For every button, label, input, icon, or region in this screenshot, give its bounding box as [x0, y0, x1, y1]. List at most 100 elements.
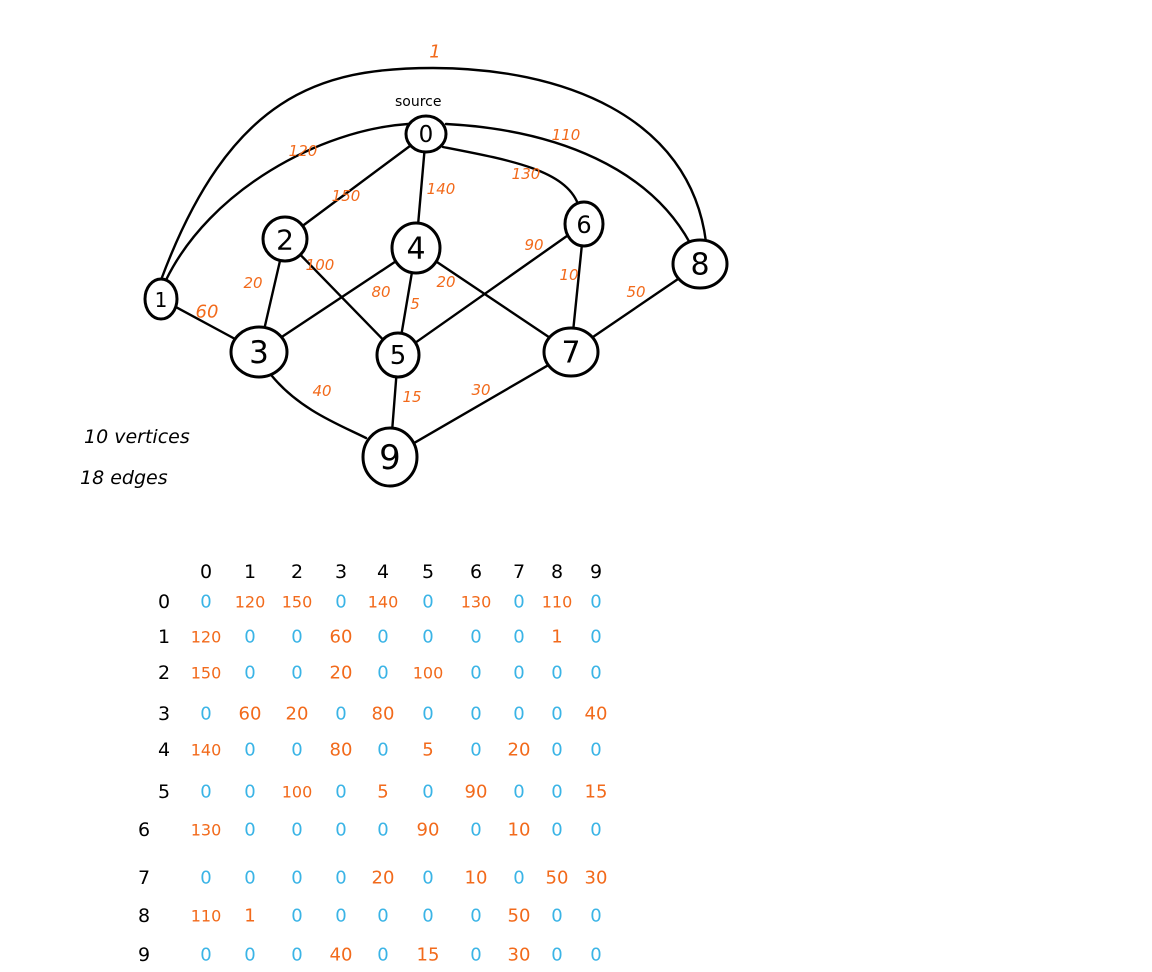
- edges-layer: [159, 66, 708, 445]
- matrix-cell-zero: 0: [335, 704, 346, 725]
- matrix-cell-zero: 0: [244, 945, 255, 966]
- edge-weight-3-9: 40: [312, 382, 331, 400]
- vertex-label: 5: [390, 341, 407, 371]
- edge-3-4: [280, 260, 397, 339]
- matrix-cell-weight: 5: [422, 740, 433, 761]
- vertex-0: 0: [404, 114, 448, 154]
- matrix-row-label: 2: [158, 662, 170, 684]
- matrix-cell-weight: 15: [585, 782, 608, 803]
- matrix-cell-zero: 0: [513, 663, 524, 684]
- matrix-cell-zero: 0: [470, 906, 481, 927]
- matrix-row-label: 5: [158, 781, 170, 803]
- vertex-label: 8: [690, 248, 709, 283]
- vertex-7: 7: [542, 326, 600, 378]
- matrix-col-header: 5: [422, 561, 434, 583]
- vertex-1: 1: [143, 277, 179, 321]
- edge-4-7: [435, 260, 551, 339]
- matrix-cell-zero: 0: [590, 820, 601, 841]
- matrix-cell-zero: 0: [470, 820, 481, 841]
- matrix-cell-weight: 50: [546, 868, 569, 889]
- matrix-cell-zero: 0: [377, 740, 388, 761]
- matrix-cell-weight: 50: [508, 906, 531, 927]
- vertex-label: 7: [561, 336, 580, 371]
- matrix-cell-zero: 0: [335, 592, 346, 613]
- matrix-cell-zero: 0: [470, 740, 481, 761]
- matrix-cell-zero: 0: [335, 906, 346, 927]
- matrix-col-header: 2: [291, 561, 303, 583]
- vertex-circle: [375, 331, 421, 379]
- matrix-col-header: 3: [335, 561, 347, 583]
- matrix-cell-zero: 0: [590, 663, 601, 684]
- matrix-cell-weight: 90: [417, 820, 440, 841]
- matrix-cell-zero: 0: [291, 740, 302, 761]
- edge-weight-7-8: 50: [626, 283, 645, 301]
- matrix-cell-zero: 0: [244, 782, 255, 803]
- matrix-row-label: 9: [138, 944, 150, 966]
- matrix-cell-zero: 0: [377, 627, 388, 648]
- matrix-cell-zero: 0: [335, 782, 346, 803]
- vertex-label: 3: [249, 335, 269, 371]
- matrix-cell-zero: 0: [422, 906, 433, 927]
- vertex-label: 0: [419, 122, 434, 148]
- vertex-circle: [390, 221, 442, 275]
- matrix-cell-weight: 5: [377, 782, 388, 803]
- matrix-cell-zero: 0: [422, 782, 433, 803]
- vertex-circle: [261, 215, 309, 263]
- matrix-col-header: 1: [244, 561, 256, 583]
- edge-0-2: [301, 144, 412, 228]
- matrix-cell-zero: 0: [200, 945, 211, 966]
- matrix-cell-weight: 80: [330, 740, 353, 761]
- edge-0-1: [164, 122, 410, 282]
- matrix-cell-zero: 0: [200, 704, 211, 725]
- vertex-circle: [229, 325, 289, 379]
- matrix-cell-weight: 110: [542, 593, 573, 612]
- edge-1-8: [159, 66, 708, 282]
- matrix-row-label: 6: [138, 819, 150, 841]
- edge-3-9: [270, 374, 368, 440]
- edge-weight-4-7: 20: [436, 273, 455, 291]
- matrix-cell-zero: 0: [291, 868, 302, 889]
- vertex-circle: [361, 426, 419, 488]
- matrix-cell-zero: 0: [551, 740, 562, 761]
- matrix-cell-weight: 20: [330, 663, 353, 684]
- vertex-6: 6: [563, 200, 605, 248]
- vertex-circle: [404, 114, 448, 154]
- matrix-col-header: 7: [513, 561, 525, 583]
- vertex-label: 4: [406, 232, 425, 267]
- edge-weight-4-5: 5: [410, 295, 420, 313]
- matrix-col-header: 0: [200, 561, 212, 583]
- matrix-cell-zero: 0: [422, 592, 433, 613]
- matrix-row-label: 4: [158, 739, 170, 761]
- matrix-cell-zero: 0: [551, 782, 562, 803]
- matrix-cell-weight: 130: [461, 593, 492, 612]
- matrix-cell-weight: 150: [282, 593, 313, 612]
- matrix-cell-zero: 0: [590, 627, 601, 648]
- matrix-cell-weight: 10: [508, 820, 531, 841]
- matrix-row-label: 8: [138, 905, 150, 927]
- matrix-cell-weight: 60: [239, 704, 262, 725]
- matrix-cell-weight: 110: [191, 907, 222, 926]
- matrix-cell-zero: 0: [291, 945, 302, 966]
- matrix-cell-zero: 0: [200, 868, 211, 889]
- edge-weight-0-1: 120: [289, 142, 318, 160]
- matrix-cell-weight: 30: [585, 868, 608, 889]
- matrix-col-header: 9: [590, 561, 602, 583]
- matrix-cell-weight: 10: [465, 868, 488, 889]
- vertices-count-note: 10 vertices: [84, 426, 190, 448]
- matrix-cell-zero: 0: [244, 740, 255, 761]
- matrix-cell-weight: 1: [551, 627, 562, 648]
- vertex-circle: [143, 277, 179, 321]
- edge-6-7: [572, 244, 583, 330]
- edge-4-5: [400, 271, 414, 335]
- matrix-cell-zero: 0: [422, 868, 433, 889]
- edge-0-6: [441, 145, 580, 206]
- matrix-cell-zero: 0: [551, 906, 562, 927]
- matrix-cell-zero: 0: [551, 663, 562, 684]
- matrix-cell-weight: 30: [508, 945, 531, 966]
- edge-2-3: [263, 259, 282, 329]
- edge-weight-2-5: 100: [306, 256, 335, 274]
- matrix-cell-zero: 0: [551, 704, 562, 725]
- matrix-row-label: 3: [158, 703, 170, 725]
- matrix-cell-zero: 0: [377, 663, 388, 684]
